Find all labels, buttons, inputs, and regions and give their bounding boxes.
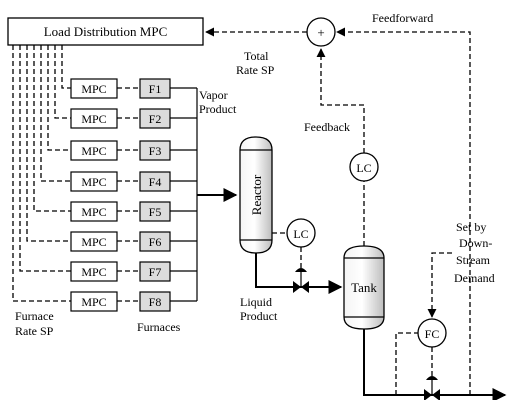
total-rate-sp-label-line2: Rate SP bbox=[236, 63, 275, 77]
tank-label: Tank bbox=[351, 280, 377, 295]
total-rate-sp-label-line1: Total bbox=[244, 49, 269, 63]
fc-label: FC bbox=[425, 327, 440, 341]
mpc-label: MPC bbox=[81, 235, 106, 249]
feedback-label: Feedback bbox=[304, 120, 350, 134]
mpc-label: MPC bbox=[81, 82, 106, 96]
liquid-product-label-line2: Product bbox=[240, 309, 278, 323]
reactor-label: Reactor bbox=[249, 174, 264, 215]
mpc-controllers: MPC MPC MPC MPC MPC MPC MPC MPC bbox=[70, 78, 118, 312]
mpc-label: MPC bbox=[81, 265, 106, 279]
load-distribution-mpc-box bbox=[7, 17, 204, 46]
downstream-demand-setpoint bbox=[427, 252, 452, 318]
feedforward-label: Feedforward bbox=[372, 11, 433, 25]
furnace-f6-label: F6 bbox=[149, 235, 162, 249]
set-by-label-line1: Set by bbox=[456, 220, 486, 234]
furnace-f7-label: F7 bbox=[149, 265, 162, 279]
furnace-f2-label: F2 bbox=[149, 112, 162, 126]
summing-junction-symbol: + bbox=[317, 25, 324, 40]
liquid-product-label-line1: Liquid bbox=[240, 295, 272, 309]
mpc-label: MPC bbox=[81, 175, 106, 189]
reactor-outlet-valve bbox=[293, 268, 309, 293]
furnace-outlet-pipes bbox=[170, 87, 198, 302]
vapor-product-label-line2: Product bbox=[199, 102, 237, 116]
tank-level-controller bbox=[349, 152, 379, 182]
furnace-f5-label: F5 bbox=[149, 205, 162, 219]
vapor-product-label-line1: Vapor bbox=[199, 88, 228, 102]
mpc-label: MPC bbox=[81, 295, 106, 309]
furnace-rate-sp-label-line2: Rate SP bbox=[15, 324, 54, 338]
mpc-label: MPC bbox=[81, 112, 106, 126]
set-by-label-line2: Down- bbox=[459, 236, 492, 250]
load-distribution-mpc-label: Load Distribution MPC bbox=[44, 24, 168, 39]
reactor-liquid-outlet bbox=[255, 253, 343, 294]
feedback-signal bbox=[316, 48, 365, 153]
furnaces: F1 F2 F3 F4 F5 F6 F7 F8 bbox=[139, 78, 171, 312]
furnace-rate-sp-label-line1: Furnace bbox=[15, 309, 54, 323]
furnace-f3-label: F3 bbox=[149, 144, 162, 158]
furnace-f8-label: F8 bbox=[149, 295, 162, 309]
furnace-f1-label: F1 bbox=[149, 82, 162, 96]
feedforward-signal bbox=[336, 27, 471, 395]
mpc-label: MPC bbox=[81, 205, 106, 219]
tank-outlet-valve bbox=[424, 376, 440, 400]
furnace-f4-label: F4 bbox=[149, 175, 162, 189]
tank-outlet-pipe bbox=[363, 329, 507, 400]
set-by-label-line3: Stream bbox=[456, 253, 491, 267]
furnace-rate-sp-signals bbox=[12, 45, 71, 302]
mpc-to-furnace-signals bbox=[117, 87, 140, 302]
mpc-label: MPC bbox=[81, 144, 106, 158]
reactor-lc-label: LC bbox=[293, 227, 308, 241]
furnaces-label: Furnaces bbox=[137, 320, 181, 334]
tank-lc-label: LC bbox=[356, 161, 371, 175]
flow-measurement-signal bbox=[395, 332, 418, 395]
set-by-label-line4: Demand bbox=[454, 271, 495, 285]
